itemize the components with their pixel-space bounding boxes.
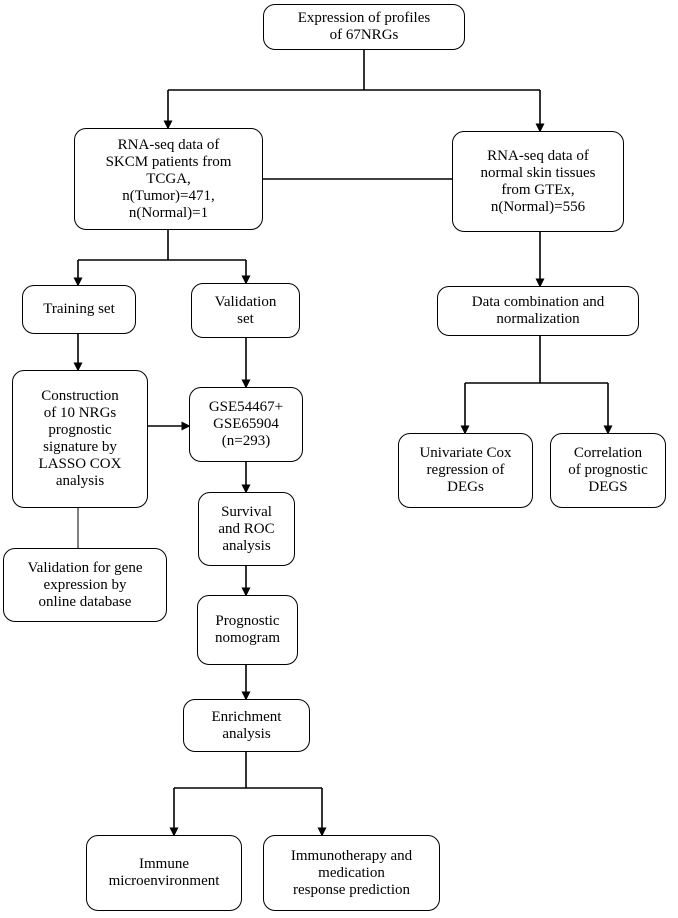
node-line: nomogram <box>215 630 280 646</box>
node-training-set: Training set <box>22 285 136 334</box>
node-text: Training set <box>43 301 115 318</box>
node-line: Correlation <box>573 445 643 461</box>
node-enrichment: Enrichment analysis <box>183 699 310 752</box>
node-text: GSE54467+ GSE65904 (n=293) <box>209 399 283 450</box>
node-survival-roc: Survival and ROC analysis <box>198 492 295 566</box>
node-line: Construction <box>41 388 119 404</box>
node-text: Enrichment analysis <box>212 709 282 743</box>
node-text: Survival and ROC analysis <box>218 504 274 555</box>
node-text: RNA-seq data of normal skin tissues from… <box>481 148 596 216</box>
node-line: signature by <box>43 439 117 455</box>
node-tcga-data: RNA-seq data of SKCM patients from TCGA,… <box>74 128 263 230</box>
node-line: analysis <box>222 537 271 554</box>
node-expression-profiles: Expression of profiles of 67NRGs <box>263 4 465 50</box>
node-line: n(Normal)=1 <box>128 204 209 221</box>
node-line: Prognostic <box>215 613 280 629</box>
node-text: Construction of 10 NRGs prognostic signa… <box>39 388 122 490</box>
node-geo-datasets: GSE54467+ GSE65904 (n=293) <box>189 387 303 462</box>
node-line: analysis <box>55 473 105 489</box>
node-line: prognostic <box>48 422 112 438</box>
node-line: Univariate Cox <box>419 445 512 461</box>
node-line: set <box>237 310 254 327</box>
node-line: Validation <box>214 293 277 310</box>
node-validation-expression: Validation for gene expression by online… <box>3 548 167 622</box>
node-line: GSE65904 <box>213 416 279 432</box>
node-text: Correlation of prognostic DEGS <box>568 445 648 496</box>
node-line: SKCM patients from <box>105 153 232 170</box>
node-line: and ROC <box>218 520 275 537</box>
node-correlation: Correlation of prognostic DEGS <box>550 433 666 508</box>
node-line: online database <box>38 593 132 610</box>
node-line: from GTEx, <box>501 181 575 198</box>
node-text: Immune microenvironment <box>109 856 220 890</box>
node-text: RNA-seq data of SKCM patients from TCGA,… <box>106 137 232 222</box>
node-line: Survival <box>221 503 272 520</box>
node-line: (n=293) <box>221 433 271 449</box>
node-line: Data combination and <box>471 294 605 310</box>
node-line: of 67NRGs <box>329 27 399 43</box>
node-line: GSE54467+ <box>208 399 284 415</box>
node-line: Training set <box>43 301 115 317</box>
node-text: Immunotherapy and medication response pr… <box>291 848 412 899</box>
node-line: Expression of profiles <box>297 10 431 26</box>
node-line: RNA-seq data of <box>487 147 589 164</box>
node-line: Enrichment <box>211 708 282 725</box>
node-line: n(Tumor)=471, <box>122 187 215 204</box>
node-line: TCGA, <box>146 170 191 187</box>
node-text: Expression of profiles of 67NRGs <box>298 10 430 44</box>
node-text: Data combination and normalization <box>472 294 604 328</box>
node-text: Validation for gene expression by online… <box>28 560 143 611</box>
node-line: DEGS <box>588 479 628 495</box>
node-gtex-data: RNA-seq data of normal skin tissues from… <box>452 131 624 232</box>
node-text: Validation set <box>215 294 277 328</box>
node-validation-set: Validation set <box>191 283 300 338</box>
node-text: Univariate Cox regression of DEGs <box>419 445 511 496</box>
node-construction: Construction of 10 NRGs prognostic signa… <box>12 370 148 508</box>
node-line: Immunotherapy and <box>290 847 413 864</box>
node-line: of 10 NRGs <box>43 405 117 421</box>
node-line: regression of <box>426 462 505 478</box>
node-data-combination: Data combination and normalization <box>437 286 639 336</box>
node-line: DEGs <box>447 479 484 495</box>
node-immune-microenvironment: Immune microenvironment <box>86 835 242 911</box>
node-line: analysis <box>222 725 271 742</box>
node-line: n(Normal)=556 <box>490 198 586 215</box>
node-line: microenvironment <box>108 873 220 889</box>
node-line: response prediction <box>292 881 411 898</box>
node-nomogram: Prognostic nomogram <box>197 595 298 665</box>
node-line: expression by <box>43 576 127 593</box>
node-line: medication <box>318 864 385 881</box>
node-univariate-cox: Univariate Cox regression of DEGs <box>398 433 533 508</box>
node-line: of prognostic <box>568 462 648 478</box>
node-line: normalization <box>496 311 580 327</box>
node-line: RNA-seq data of <box>117 136 220 153</box>
node-line: Validation for gene <box>27 559 143 576</box>
node-line: normal skin tissues <box>480 164 596 181</box>
node-line: LASSO COX <box>38 456 122 472</box>
node-immunotherapy: Immunotherapy and medication response pr… <box>263 835 440 911</box>
node-line: Immune <box>139 856 189 872</box>
node-text: Prognostic nomogram <box>215 613 280 647</box>
